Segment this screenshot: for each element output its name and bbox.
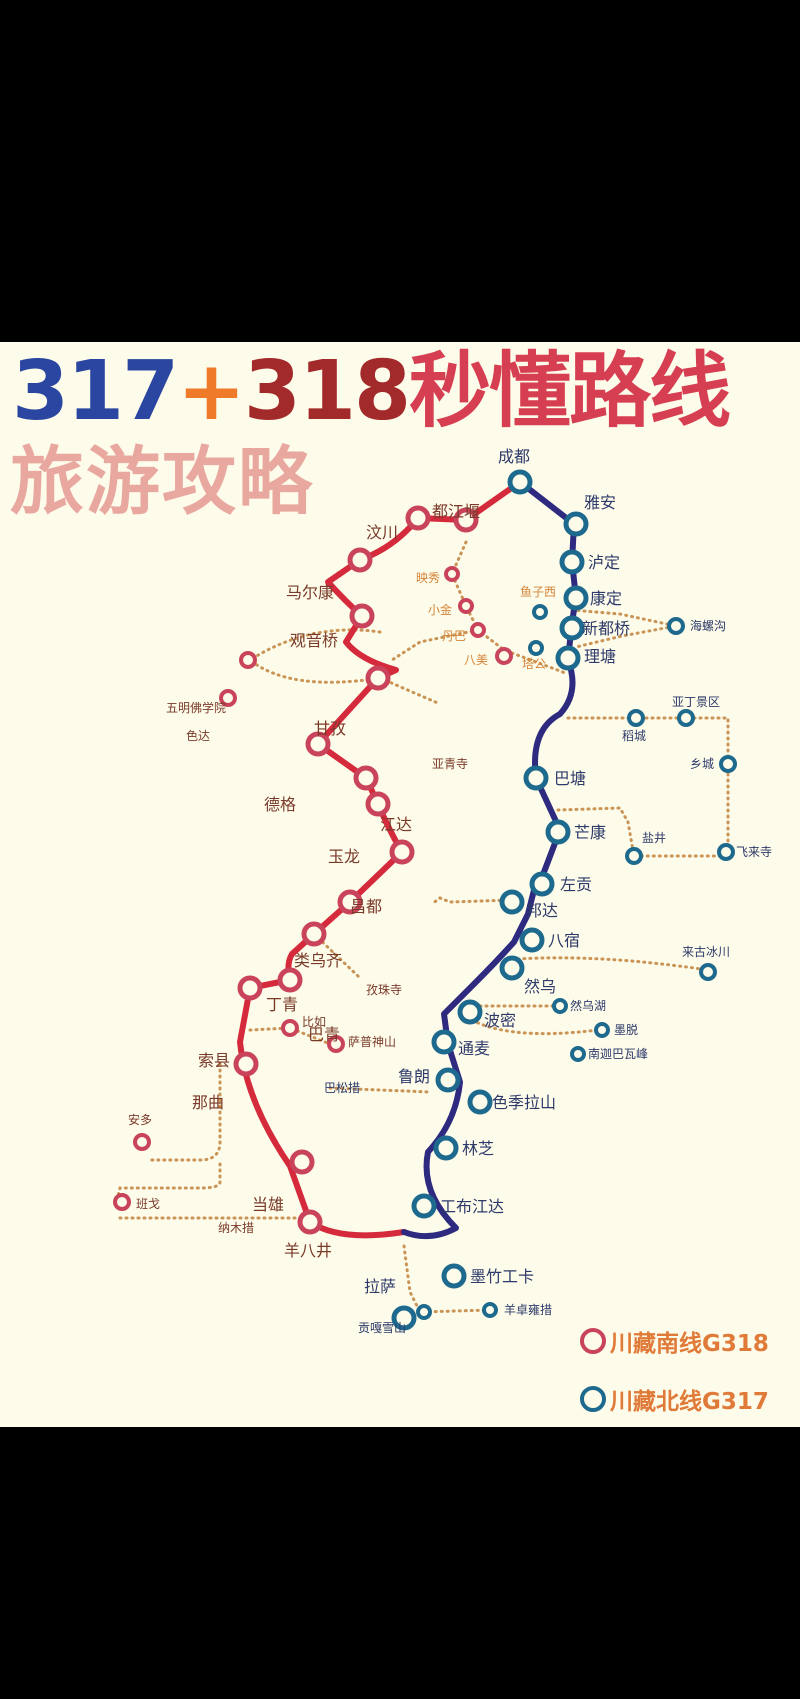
label-mozhu: 墨竹工卡 (470, 1267, 534, 1286)
g317-stations (391, 469, 589, 1331)
label-laigu: 来古冰川 (682, 944, 730, 959)
label-biru: 比如 (302, 1014, 326, 1029)
top-black-bar (0, 0, 800, 342)
route-map-poster: 317+318秒懂路线 旅游攻略 (0, 342, 800, 1427)
label-chengdu: 成都 (498, 447, 530, 466)
label-tagong: 塔公 (522, 657, 546, 671)
label-yangbajing: 羊八井 (284, 1241, 332, 1260)
north-ring-icon (580, 1386, 606, 1412)
label-suoxian: 索县 (198, 1051, 230, 1070)
g318-side-labels: 映秀 小金 丹巴 八美 五明佛学院 色达 亚青寺 孜珠寺 比如 萨普神山 安多 … (128, 571, 488, 1235)
g317-side-stops (416, 604, 737, 1320)
label-namucuo: 纳木措 (218, 1221, 254, 1235)
label-wenchuan: 汶川 (366, 523, 398, 542)
label-nanjiabawa: 南迦巴瓦峰 (588, 1046, 648, 1061)
label-luding: 泸定 (588, 553, 620, 572)
label-linzhi: 林芝 (462, 1139, 494, 1158)
label-yuzixi: 鱼子西 (520, 585, 556, 599)
label-guanyinqiao: 观音桥 (290, 631, 338, 650)
label-motuo: 墨脱 (614, 1022, 638, 1037)
label-gongga: 贡嘎雪山 (358, 1321, 406, 1335)
label-yingxiu: 映秀 (416, 571, 440, 585)
label-bangda: 邦达 (526, 901, 558, 920)
label-hailuogou: 海螺沟 (690, 618, 726, 633)
label-bange: 班戈 (136, 1197, 160, 1211)
label-naqu: 那曲 (192, 1093, 224, 1112)
label-yading: 亚丁景区 (672, 695, 720, 709)
label-lasa: 拉萨 (364, 1277, 396, 1296)
label-changdu: 昌都 (350, 897, 382, 916)
label-xiangcheng: 乡城 (690, 757, 714, 771)
label-kangding: 康定 (590, 589, 622, 608)
label-zuogong: 左贡 (560, 875, 592, 894)
g318-stations (233, 505, 479, 1235)
label-baqing: 巴青 (308, 1025, 340, 1044)
bottom-black-bar (0, 1427, 800, 1699)
label-xinduqiao: 新都桥 (582, 619, 630, 638)
label-wuming: 五明佛学院 (166, 700, 226, 715)
label-dingqing: 丁青 (266, 995, 298, 1014)
label-xiaojin: 小金 (428, 602, 452, 617)
label-ranwuhu: 然乌湖 (570, 998, 606, 1013)
label-seda: 色达 (186, 729, 210, 743)
label-yangzhuo: 羊卓雍措 (504, 1302, 552, 1317)
label-dege: 德格 (264, 795, 296, 814)
label-gongbu: 工布江达 (440, 1197, 504, 1216)
label-anduo: 安多 (128, 1112, 152, 1127)
g318-line (237, 479, 523, 1239)
label-yaan: 雅安 (584, 493, 616, 512)
label-zizhu: 孜珠寺 (366, 983, 402, 997)
subtitle: 旅游攻略 (10, 439, 314, 525)
label-daocheng: 稻城 (622, 729, 646, 743)
label-tongmai: 通麦 (458, 1039, 490, 1058)
label-danba: 丹巴 (442, 629, 466, 643)
label-sejila: 色季拉山 (492, 1093, 556, 1112)
title-318: 318 (243, 344, 411, 439)
legend-south: 川藏南线G318 (580, 1324, 769, 1358)
label-lulang: 鲁朗 (398, 1067, 430, 1086)
label-litang: 理塘 (584, 647, 616, 666)
label-jiangda: 江达 (380, 815, 412, 834)
g317-labels: 成都 雅安 泸定 康定 新都桥 理塘 巴塘 芒康 左贡 邦达 八宿 然乌 波密 … (364, 447, 630, 1296)
label-maerkang: 马尔康 (286, 583, 334, 602)
main-title: 317+318秒懂路线 (12, 344, 731, 440)
label-bamei: 八美 (464, 653, 488, 667)
label-dangxiong: 当雄 (252, 1195, 284, 1214)
route-map: 都江堰 汶川 马尔康 观音桥 甘孜 德格 江达 玉龙 昌都 类乌齐 丁青 巴青 … (113, 447, 772, 1335)
title-plus: + (177, 344, 246, 439)
label-sapu: 萨普神山 (348, 1035, 396, 1049)
title-cn: 秒懂路线 (409, 344, 731, 439)
label-basu: 八宿 (548, 931, 580, 950)
label-dujiangyan: 都江堰 (432, 502, 480, 521)
g318-labels: 都江堰 汶川 马尔康 观音桥 甘孜 德格 江达 玉龙 昌都 类乌齐 丁青 巴青 … (192, 502, 480, 1260)
legend-south-label: 川藏南线G318 (610, 1331, 769, 1357)
label-bomi: 波密 (484, 1011, 516, 1030)
legend-north: 川藏北线G317 (580, 1382, 769, 1416)
label-feilaisi: 飞来寺 (736, 845, 772, 859)
legend-north-label: 川藏北线G317 (610, 1389, 769, 1415)
label-ganzi: 甘孜 (314, 719, 346, 738)
label-yanjing: 盐井 (642, 831, 666, 845)
label-ranwu: 然乌 (524, 977, 556, 996)
g317-side-labels: 鱼子西 塔公 海螺沟 稻城 亚丁景区 乡城 盐井 飞来寺 来古冰川 然乌湖 墨脱… (324, 585, 772, 1335)
label-leiwuqi: 类乌齐 (294, 951, 342, 970)
title-317: 317 (12, 344, 179, 439)
south-ring-icon (580, 1328, 606, 1354)
g317-line (401, 479, 579, 1240)
label-yaqing: 亚青寺 (432, 757, 468, 771)
label-yulong: 玉龙 (328, 847, 360, 866)
label-batang: 巴塘 (554, 769, 586, 788)
label-mangkang: 芒康 (574, 823, 606, 842)
label-basongcuo: 巴松措 (324, 1081, 360, 1095)
g318-side-stops (113, 566, 513, 1211)
